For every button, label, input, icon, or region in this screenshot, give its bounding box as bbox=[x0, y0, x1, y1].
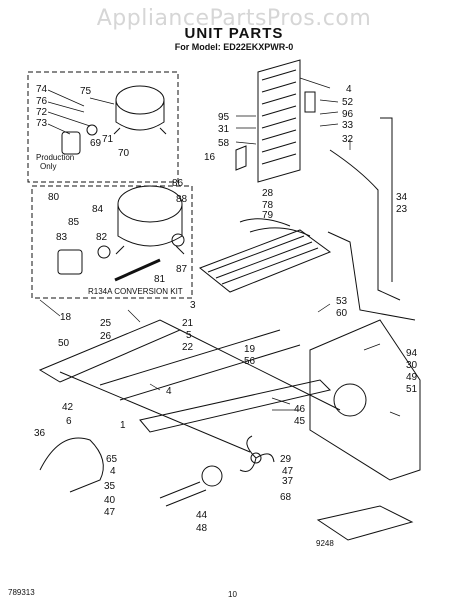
conversion-kit-box bbox=[31, 185, 193, 299]
part-label: 4 bbox=[110, 466, 116, 477]
part-label: 35 bbox=[104, 481, 116, 492]
part-label: 22 bbox=[182, 342, 194, 353]
part-label: 49 bbox=[406, 372, 418, 383]
part-label: 94 bbox=[406, 348, 418, 359]
part-label: 45 bbox=[294, 416, 306, 427]
part-label: 28 bbox=[262, 188, 274, 199]
part-label: 75 bbox=[80, 86, 92, 97]
part-label: 5 bbox=[186, 330, 192, 341]
tube-34 bbox=[380, 117, 393, 282]
part-label: 37 bbox=[282, 476, 294, 487]
part-label: 31 bbox=[218, 124, 230, 135]
part-label: 60 bbox=[336, 308, 348, 319]
part-label: 71 bbox=[102, 134, 114, 145]
part-label: 34 bbox=[396, 192, 408, 203]
part-label: 87 bbox=[176, 264, 188, 275]
part-label: 72 bbox=[36, 107, 48, 118]
suction-tube bbox=[329, 149, 401, 301]
compressor-small bbox=[113, 85, 167, 135]
part-label: 33 bbox=[342, 120, 354, 131]
part-label: 58 bbox=[218, 138, 230, 149]
part-label: 29 bbox=[280, 454, 292, 465]
part-label: 6 bbox=[66, 416, 72, 427]
diagram-code: 9248 bbox=[316, 539, 334, 548]
part-label: 50 bbox=[58, 338, 70, 349]
part-label: 82 bbox=[96, 232, 108, 243]
grommet-small bbox=[86, 124, 98, 136]
production-note-2: Only bbox=[40, 162, 56, 171]
part-label: 47 bbox=[104, 507, 116, 518]
part-label: 48 bbox=[196, 523, 208, 534]
part-label: 84 bbox=[92, 204, 104, 215]
part-label: 74 bbox=[36, 84, 48, 95]
part-label: 42 bbox=[62, 402, 74, 413]
power-cord bbox=[39, 437, 104, 493]
part-label: 78 bbox=[262, 200, 274, 211]
part-label: 80 bbox=[48, 192, 60, 203]
part-label: 76 bbox=[36, 96, 48, 107]
part-label: 25 bbox=[100, 318, 112, 329]
part-label: 79 bbox=[262, 210, 274, 221]
bracket-52 bbox=[304, 91, 316, 113]
part-label: 73 bbox=[36, 118, 48, 129]
production-note-1: Production bbox=[36, 153, 74, 162]
part-label: 21 bbox=[182, 318, 194, 329]
part-label: 96 bbox=[342, 109, 354, 120]
overload-kit bbox=[97, 245, 111, 259]
condenser bbox=[235, 59, 301, 183]
part-label: 40 bbox=[104, 495, 116, 506]
part-label: 4 bbox=[166, 386, 172, 397]
page-title: UNIT PARTS bbox=[184, 25, 284, 42]
part-label: 83 bbox=[56, 232, 68, 243]
leader-lines bbox=[39, 77, 401, 417]
grommet-kit bbox=[171, 233, 185, 247]
footer-page: 10 bbox=[228, 590, 237, 599]
model-line: For Model: ED22EKXPWR-0 bbox=[174, 42, 294, 52]
part-label: 65 bbox=[106, 454, 118, 465]
part-label: 16 bbox=[204, 152, 216, 163]
tube-23 bbox=[327, 231, 416, 321]
part-label: 95 bbox=[218, 112, 230, 123]
part-label: 3 bbox=[190, 300, 196, 311]
part-label: 4 bbox=[346, 84, 352, 95]
part-label: 36 bbox=[34, 428, 46, 439]
part-label: 30 bbox=[406, 360, 418, 371]
part-label: 18 bbox=[60, 312, 72, 323]
part-label: 68 bbox=[280, 492, 292, 503]
kit-label: R134A CONVERSION KIT bbox=[88, 287, 183, 296]
part-label: 85 bbox=[68, 217, 80, 228]
relay-small bbox=[61, 131, 81, 155]
part-label: 26 bbox=[100, 331, 112, 342]
part-label: 44 bbox=[196, 510, 208, 521]
part-label: 81 bbox=[154, 274, 166, 285]
watermark: AppliancePartsPros.com bbox=[96, 6, 372, 31]
part-label: 86 bbox=[172, 178, 184, 189]
production-box bbox=[27, 71, 179, 183]
fan-blade bbox=[239, 435, 275, 472]
compressor-kit bbox=[115, 185, 185, 255]
base-frame bbox=[38, 319, 341, 453]
part-label: 23 bbox=[396, 204, 408, 215]
part-label: 51 bbox=[406, 384, 418, 395]
fan-motor bbox=[159, 465, 223, 507]
part-label: 1 bbox=[120, 420, 126, 431]
part-label: 69 bbox=[90, 138, 102, 149]
part-label: 53 bbox=[336, 296, 348, 307]
relay-kit bbox=[57, 249, 83, 275]
part-label: 47 bbox=[282, 466, 294, 477]
part-label: 46 bbox=[294, 404, 306, 415]
evaporator bbox=[199, 218, 332, 293]
drier-kit bbox=[114, 258, 161, 282]
part-label: 70 bbox=[118, 148, 130, 159]
part-label: 56 bbox=[244, 356, 256, 367]
part-label: 88 bbox=[176, 194, 188, 205]
machine-panel bbox=[309, 319, 421, 481]
footer-left: 789313 bbox=[8, 588, 35, 597]
part-label: 52 bbox=[342, 97, 354, 108]
part-label: 19 bbox=[244, 344, 256, 355]
drain-pan bbox=[316, 505, 414, 541]
part-label: 32 bbox=[342, 134, 354, 145]
